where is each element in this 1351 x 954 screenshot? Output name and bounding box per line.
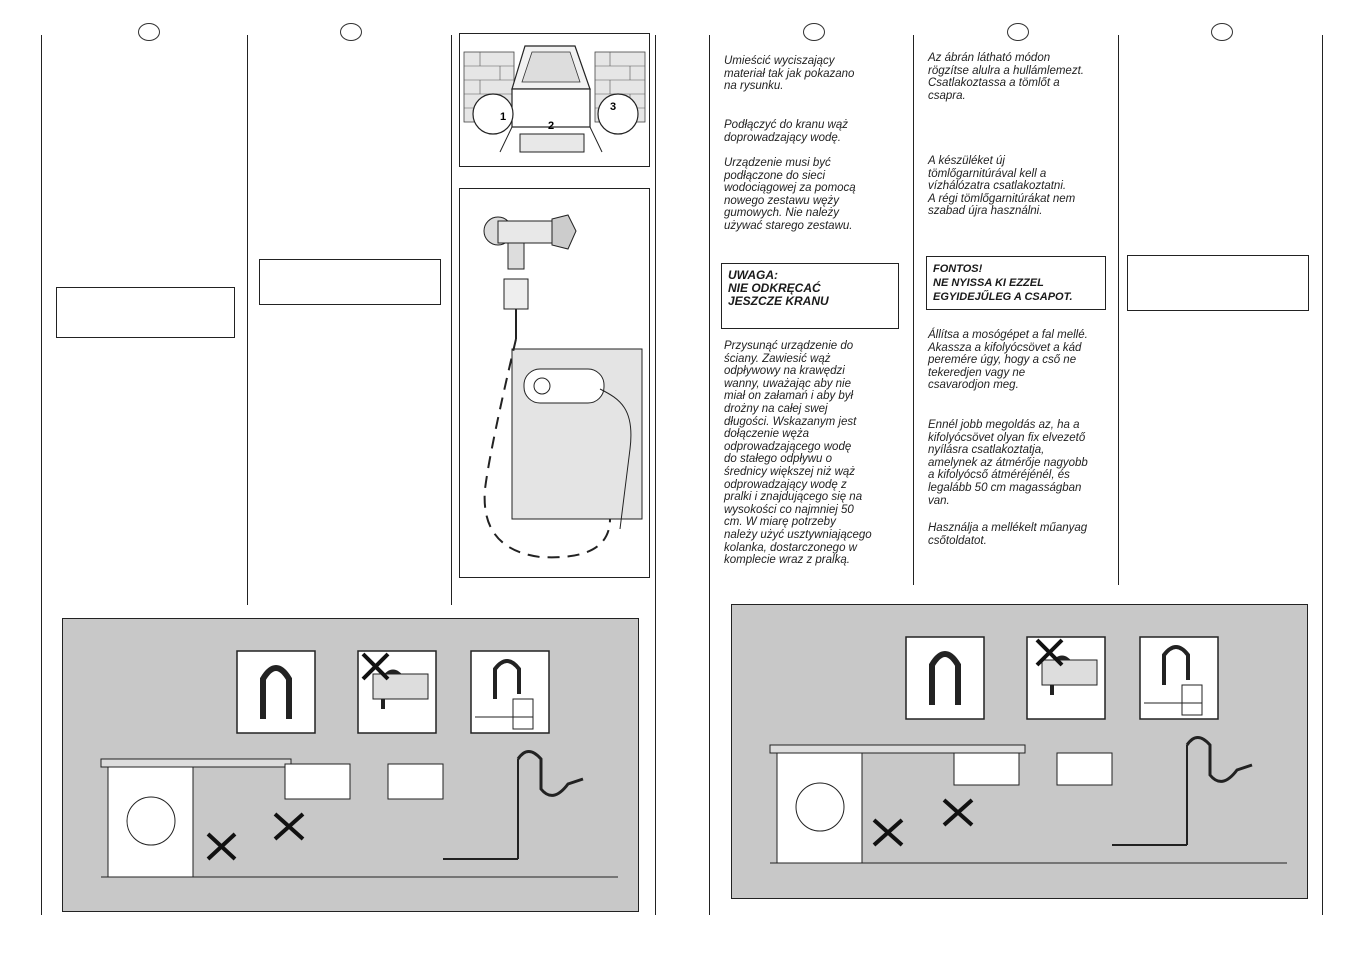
polish-warning-text: UWAGA: NIE ODKRĘCAĆ JESZCZE KRANU <box>728 268 829 308</box>
right-page-margin-line <box>1322 35 1323 915</box>
right-page-gutter-line <box>709 35 710 915</box>
hungarian-paragraph-4: Ennél jobb megoldás az, ha a kifolyócsöv… <box>928 419 1088 507</box>
hungarian-paragraph-2: A készüléket új tömlőgarnitúrával kell a… <box>928 155 1076 218</box>
polish-warning-box: UWAGA: NIE ODKRĘCAĆ JESZCZE KRANU <box>721 263 899 329</box>
hungarian-paragraph-1: Az ábrán látható módon rögzítse alulra a… <box>928 52 1084 102</box>
tap-connection-figure <box>459 188 650 578</box>
step-1-label: 1 <box>500 111 506 123</box>
step-2-label: 2 <box>548 120 554 132</box>
right-column-divider-1 <box>913 35 914 585</box>
step-3-label: 3 <box>610 101 616 113</box>
right-column-divider-2 <box>1118 35 1119 585</box>
soundproofing-illustration: 1 2 3 <box>463 45 646 153</box>
left-column-divider-2 <box>451 35 452 605</box>
drain-hose-options-panel <box>731 604 1308 899</box>
polish-paragraph-1: Umieścić wyciszający materiał tak jak po… <box>724 55 855 93</box>
hungarian-paragraph-3: Állítsa a mosógépet a fal mellé. Akassza… <box>928 329 1088 392</box>
polish-paragraph-4: Przysunąć urządzenie do ściany. Zawiesić… <box>724 340 872 567</box>
left-page-margin-line <box>41 35 42 915</box>
hungarian-warning-box: FONTOS! NE NYISSA KI EZZEL EGYIDEJŰLEG A… <box>926 256 1106 310</box>
language-marker-circle <box>1007 23 1029 41</box>
tap-hose-illustration <box>483 214 643 559</box>
left-column-divider-1 <box>247 35 248 605</box>
empty-warning-box <box>1127 255 1309 311</box>
left-page-gutter-line <box>655 35 656 915</box>
language-marker-circle <box>1211 23 1233 41</box>
hungarian-warning-text: FONTOS! NE NYISSA KI EZZEL EGYIDEJŰLEG A… <box>933 263 1073 303</box>
hungarian-paragraph-5: Használja a mellékelt műanyag csőtoldato… <box>928 522 1088 547</box>
drain-hose-options-panel <box>62 618 639 912</box>
polish-paragraph-3: Urządzenie musi być podłączone do sieci … <box>724 157 856 232</box>
drain-hose-options-illustration <box>769 636 1287 864</box>
polish-paragraph-2: Podłączyć do kranu wąż doprowadzający wo… <box>724 119 849 144</box>
language-marker-circle <box>803 23 825 41</box>
language-marker-circle <box>138 23 160 41</box>
empty-warning-box <box>56 287 235 338</box>
language-marker-circle <box>340 23 362 41</box>
soundproofing-figure: 1 2 3 <box>459 33 650 167</box>
empty-warning-box <box>259 259 441 305</box>
drain-hose-options-illustration <box>100 650 618 878</box>
